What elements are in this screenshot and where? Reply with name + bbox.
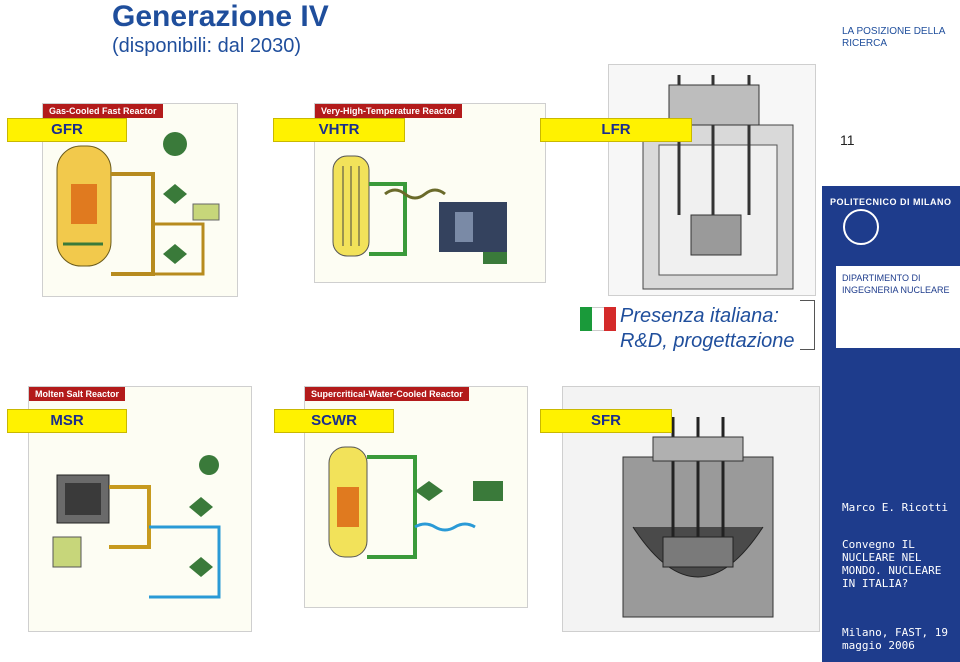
vhtr-schematic xyxy=(332,155,507,264)
university-seal-icon xyxy=(843,209,879,245)
vhtr-label: VHTR xyxy=(273,118,405,142)
gfr-label: GFR xyxy=(7,118,127,142)
sfr-schematic xyxy=(622,417,774,618)
section-label: LA POSIZIONE DELLA RICERCA xyxy=(842,26,945,49)
msr-schematic xyxy=(52,455,221,599)
vhtr-heading: Very-High-Temperature Reactor xyxy=(315,104,462,118)
sfr-label: SFR xyxy=(540,409,672,433)
scwr-schematic xyxy=(328,446,503,559)
scwr-label: SCWR xyxy=(274,409,394,433)
gfr-schematic xyxy=(56,132,220,276)
conference-title: Convegno IL NUCLEARE NEL MONDO. NUCLEARE… xyxy=(842,538,942,590)
lfr-diagram xyxy=(608,64,816,296)
author-name: Marco E. Ricotti xyxy=(842,501,948,514)
slide-title: Generazione IV xyxy=(112,0,329,33)
place-date: Milano, FAST, 19 maggio 2006 xyxy=(842,626,948,652)
bracket-line xyxy=(800,300,815,350)
italian-flag xyxy=(580,307,616,331)
italian-presence-line1: Presenza italiana: xyxy=(620,305,779,327)
university-name: POLITECNICO DI MILANO xyxy=(830,197,952,207)
italian-presence-line2: R&D, progettazione xyxy=(620,330,795,352)
italian-presence-text: Presenza italiana: R&D, progettazione xyxy=(620,304,795,354)
vhtr-diagram: Very-High-Temperature Reactor xyxy=(314,103,546,283)
lfr-label: LFR xyxy=(540,118,692,142)
gfr-heading: Gas-Cooled Fast Reactor xyxy=(43,104,163,118)
msr-heading: Molten Salt Reactor xyxy=(29,387,126,401)
department-name: DIPARTIMENTO DI INGEGNERIA NUCLEARE xyxy=(842,273,950,295)
slide-subtitle: (disponibili: dal 2030) xyxy=(112,35,302,57)
department-box xyxy=(836,266,960,348)
scwr-heading: Supercritical-Water-Cooled Reactor xyxy=(305,387,469,401)
msr-label: MSR xyxy=(7,409,127,433)
sidebar xyxy=(822,186,960,662)
page-number: 11 xyxy=(840,132,855,148)
lfr-schematic xyxy=(642,75,794,290)
gfr-diagram: Gas-Cooled Fast Reactor xyxy=(42,103,238,297)
